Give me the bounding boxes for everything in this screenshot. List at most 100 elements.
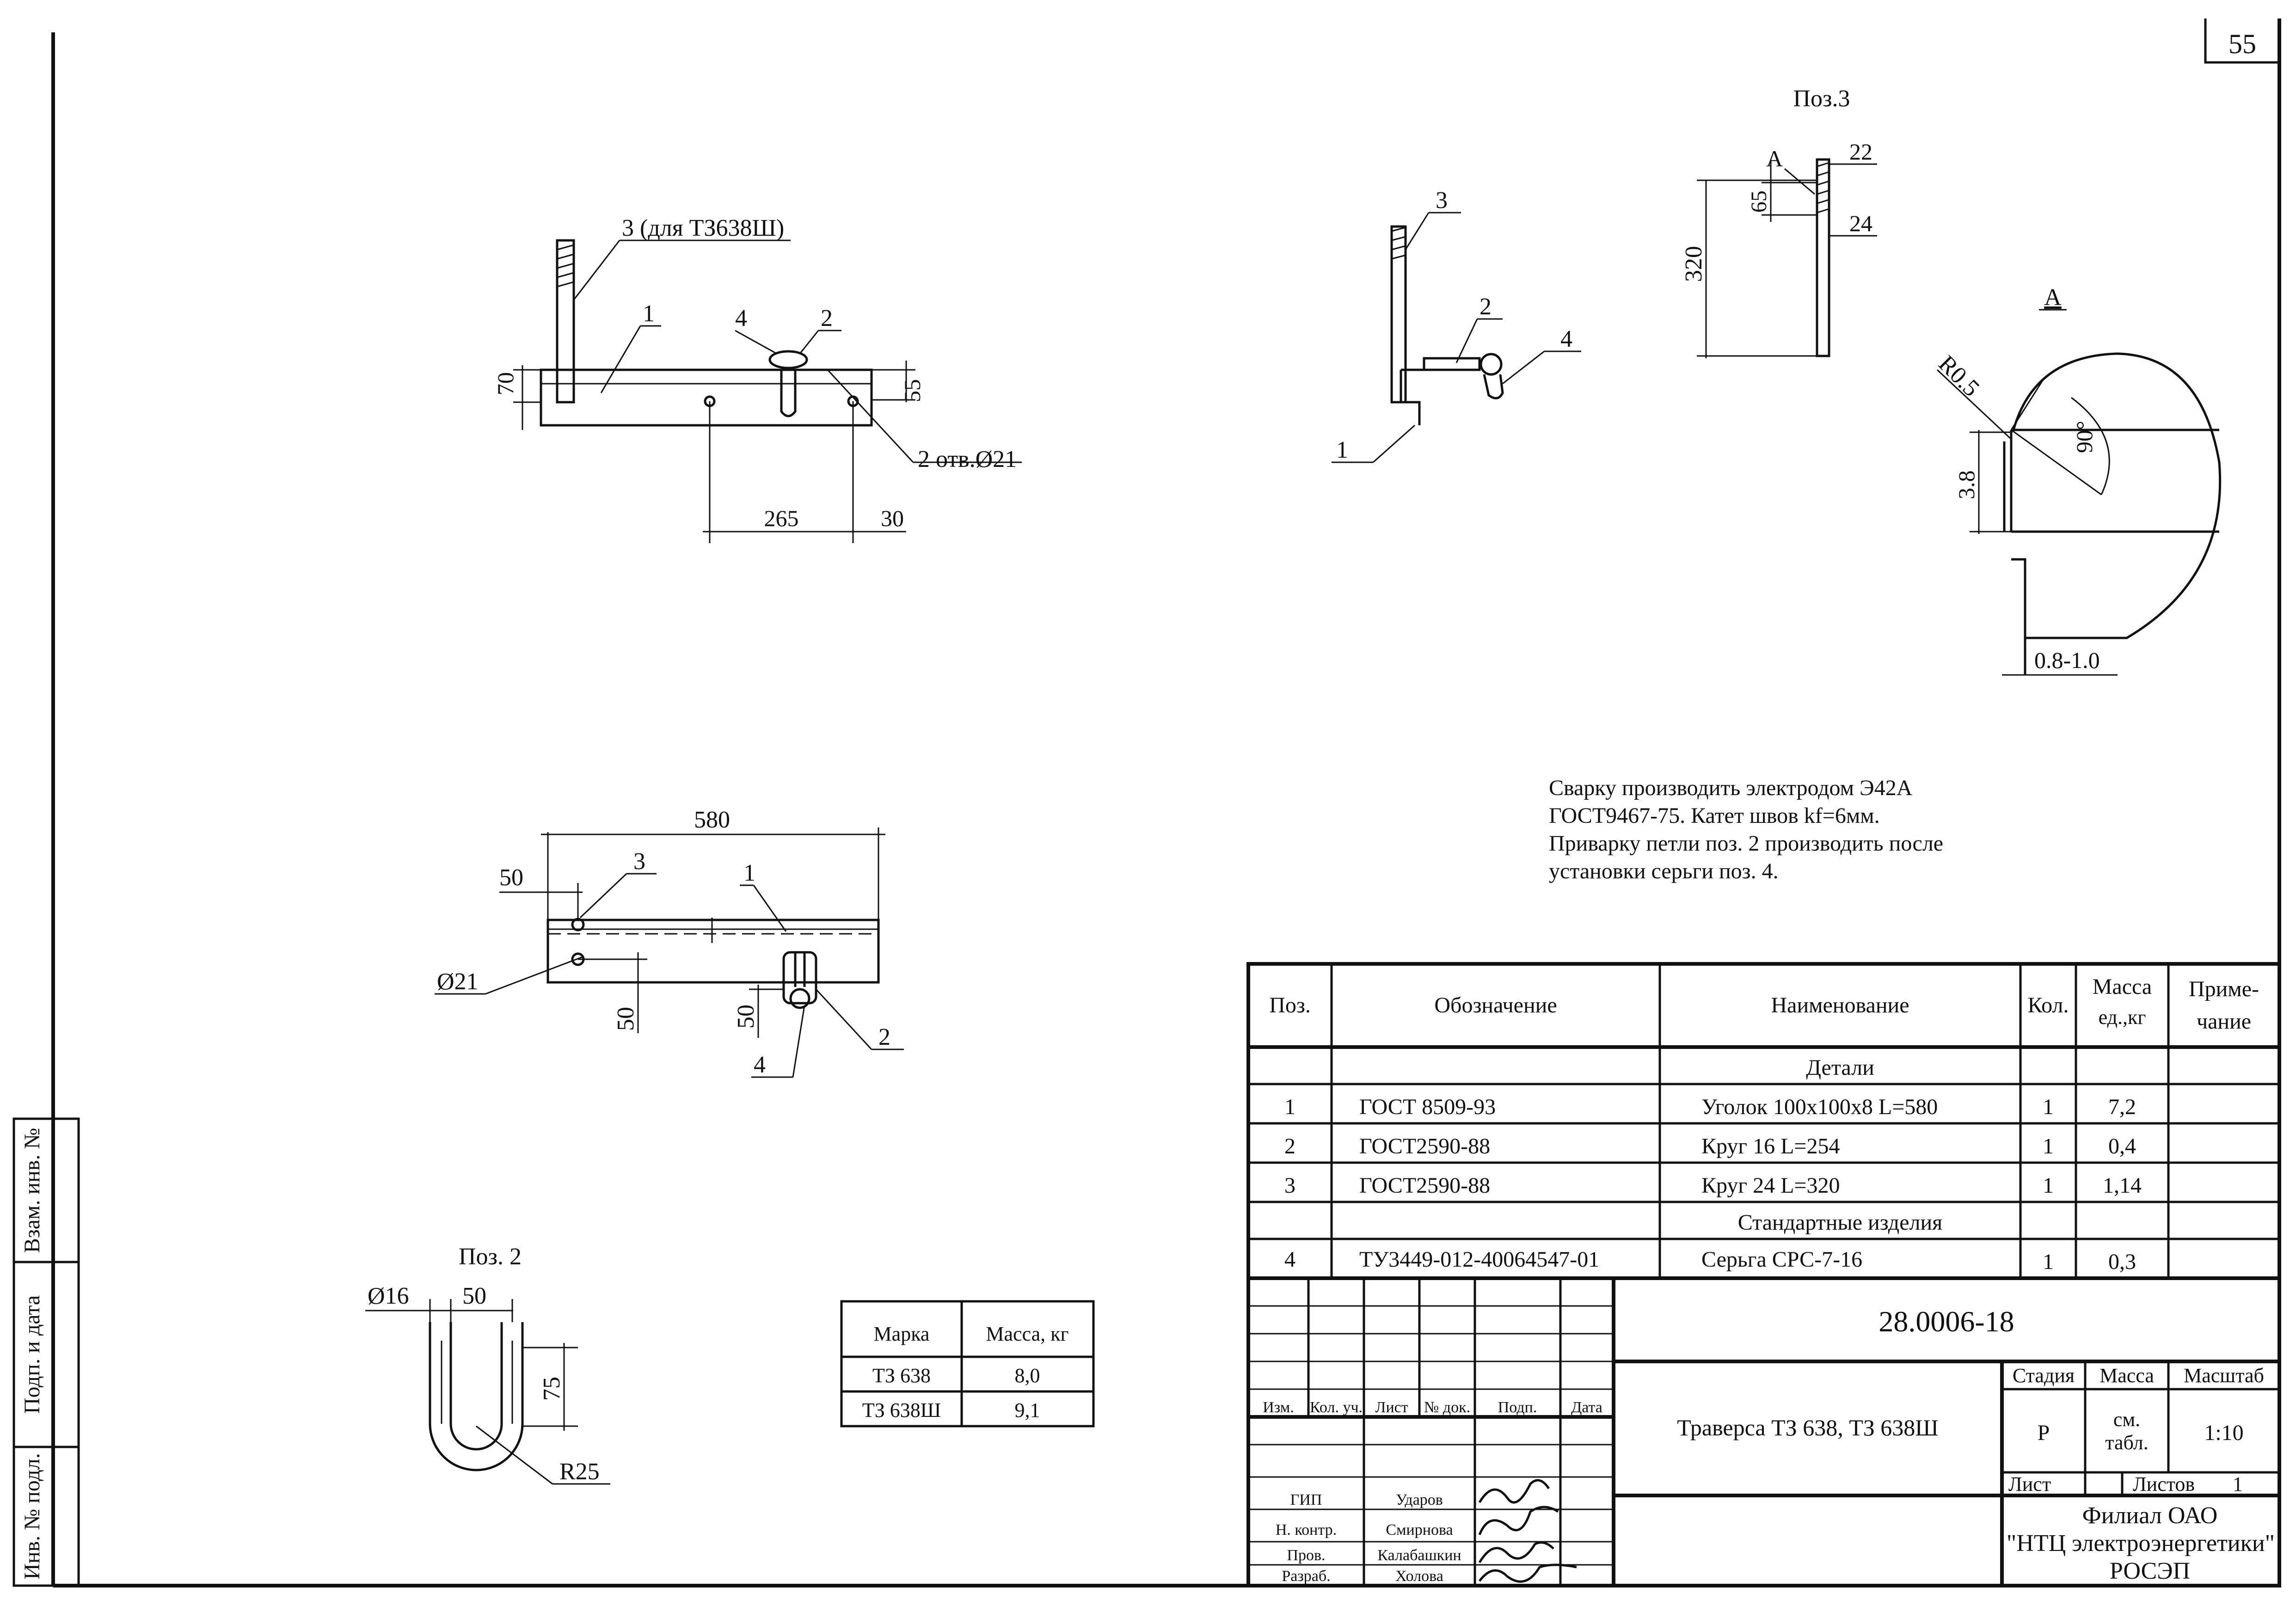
side-callout-2: 2 bbox=[1480, 294, 1492, 320]
spec-cell: 4 bbox=[1284, 1247, 1295, 1272]
tb-person: Калабашкин bbox=[1377, 1547, 1461, 1564]
spec-header-name: Наименование bbox=[1771, 993, 1909, 1017]
mass-cell: ТЗ 638 bbox=[872, 1364, 931, 1387]
sheet-number: 55 bbox=[2228, 29, 2256, 59]
pos2-detail: Поз. 2 Ø16 50 75 R25 bbox=[365, 1244, 610, 1485]
spec-cell: 0,3 bbox=[2108, 1250, 2136, 1274]
stamp-podp-data: Подп. и дата bbox=[20, 1295, 44, 1414]
spec-cell: Уголок 100х100х8 L=580 bbox=[1701, 1095, 1938, 1119]
mass-table: Марка Масса, кг ТЗ 638 8,0 ТЗ 638Ш 9,1 bbox=[840, 1300, 1095, 1428]
side-callout-1: 1 bbox=[1336, 437, 1348, 463]
pos2-d16: Ø16 bbox=[368, 1283, 409, 1309]
top-dim-50-mid: 50 bbox=[613, 1007, 639, 1031]
tb-stage: Р bbox=[2038, 1421, 2050, 1445]
loop-pos2 bbox=[780, 370, 797, 417]
callout-2: 2 bbox=[821, 305, 833, 331]
dim-70: 70 bbox=[492, 372, 518, 395]
pos2-title: Поз. 2 bbox=[459, 1244, 522, 1270]
tb-org-1: Филиал ОАО bbox=[2082, 1502, 2218, 1529]
side-rod bbox=[1390, 225, 1407, 404]
pos3-title: Поз.3 bbox=[1793, 86, 1850, 112]
note-line-4: установки серьги поз. 4. bbox=[1549, 859, 1779, 883]
spec-cell: 0,4 bbox=[2108, 1134, 2136, 1158]
tb-role: Н. контр. bbox=[1276, 1521, 1337, 1538]
tb-col-doc: № док. bbox=[1424, 1399, 1470, 1416]
callout-3: 3 (для ТЗ638Ш) bbox=[622, 215, 784, 241]
doc-title: Траверса ТЗ 638, ТЗ 638Ш bbox=[1677, 1415, 1938, 1440]
detail-a-depth: 3.8 bbox=[1953, 471, 1979, 500]
tb-col-izm: Изм. bbox=[1263, 1399, 1294, 1416]
detail-a-gap: 0.8-1.0 bbox=[2034, 647, 2100, 673]
callout-4: 4 bbox=[735, 305, 747, 331]
spec-cell: ТУ3449-012-40064547-01 bbox=[1359, 1247, 1599, 1272]
pos3-label-a: А bbox=[1766, 146, 1783, 172]
pos3-dim-65: 65 bbox=[1747, 190, 1771, 213]
pos3-rod bbox=[1816, 158, 1830, 357]
spec-header-designation: Обозначение bbox=[1434, 993, 1557, 1017]
top-angle bbox=[546, 919, 880, 984]
holes-label: 2 отв.Ø21 bbox=[918, 446, 1017, 472]
title-block: Изм. Кол. уч. Лист № док. Подп. Дата ГИП… bbox=[1246, 1276, 2281, 1587]
top-dim-50-right: 50 bbox=[733, 1005, 759, 1029]
weld-profile bbox=[2012, 352, 2222, 639]
pos3-detail: Поз.3 320 65 22 24 А bbox=[1681, 86, 1877, 358]
rod-pos3 bbox=[556, 239, 575, 404]
top-callout-3: 3 bbox=[633, 848, 645, 875]
tb-mass-1: см. bbox=[2113, 1408, 2140, 1431]
stamp-vzam-inv: Взам. инв. № bbox=[20, 1128, 44, 1253]
tb-stage-label: Стадия bbox=[2013, 1364, 2075, 1387]
spec-section-details: Детали bbox=[1806, 1055, 1874, 1080]
spec-cell: Серьга СРС-7-16 bbox=[1701, 1247, 1862, 1272]
spec-cell: 1 bbox=[2043, 1173, 2054, 1198]
spec-header-qty: Кол. bbox=[2028, 993, 2069, 1017]
spec-cell: 1 bbox=[2043, 1134, 2054, 1158]
pos3-dim-22: 22 bbox=[1849, 139, 1872, 165]
spec-header-mass: Масса bbox=[2093, 974, 2152, 999]
pos3-dim-24: 24 bbox=[1849, 210, 1872, 236]
spec-header-mass-unit: ед.,кг bbox=[2099, 1006, 2146, 1029]
top-dim-50-left: 50 bbox=[499, 864, 523, 891]
top-callout-4: 4 bbox=[754, 1052, 766, 1078]
shackle-pos4 bbox=[768, 350, 808, 369]
angle-profile bbox=[540, 368, 873, 427]
spec-cell: Круг 24 L=320 bbox=[1701, 1173, 1840, 1198]
notes: Сварку производить электродом Э42А ГОСТ9… bbox=[1549, 776, 1943, 883]
spec-cell: 2 bbox=[1284, 1134, 1295, 1158]
tb-col-list: Лист bbox=[1375, 1399, 1408, 1416]
spec-cell: Круг 16 L=254 bbox=[1701, 1134, 1840, 1158]
spec-header-note-2: чание bbox=[2197, 1009, 2251, 1034]
side-callout-4: 4 bbox=[1560, 326, 1572, 352]
callout-1: 1 bbox=[643, 300, 655, 327]
tb-person: Смирнова bbox=[1386, 1521, 1453, 1538]
tb-person: Холова bbox=[1395, 1568, 1443, 1585]
tb-scale: 1:10 bbox=[2204, 1421, 2243, 1445]
detail-a-radius: R0.5 bbox=[1934, 350, 1985, 402]
tb-role: ГИП bbox=[1290, 1491, 1322, 1508]
tb-col-kol: Кол. уч. bbox=[1310, 1399, 1363, 1416]
pos2-loop-outer bbox=[429, 1322, 524, 1471]
spec-cell: ГОСТ2590-88 bbox=[1359, 1173, 1490, 1198]
side-callout-3: 3 bbox=[1436, 187, 1448, 214]
tb-org-3: РОСЭП bbox=[2110, 1558, 2190, 1584]
dim-265: 265 bbox=[764, 505, 799, 531]
spec-header-pos: Поз. bbox=[1269, 993, 1311, 1017]
tb-sheets-label: Листов bbox=[2133, 1473, 2195, 1495]
mass-cell: 9,1 bbox=[1015, 1399, 1040, 1422]
top-hole-label: Ø21 bbox=[437, 968, 479, 995]
spec-cell: ГОСТ2590-88 bbox=[1359, 1134, 1490, 1158]
detail-a-angle: 90° bbox=[2071, 421, 2097, 453]
pos2-r25: R25 bbox=[559, 1459, 600, 1485]
stamp-inv-podl: Инв. № подл. bbox=[20, 1453, 44, 1580]
spec-cell: 1 bbox=[2043, 1095, 2054, 1119]
side-stamp: Взам. инв. № Подп. и дата Инв. № подл. bbox=[12, 1117, 80, 1587]
pos2-loop-inner bbox=[449, 1322, 503, 1451]
mass-cell: 8,0 bbox=[1015, 1364, 1040, 1387]
side-shackle bbox=[1480, 353, 1503, 376]
spec-cell: 1 bbox=[2043, 1250, 2054, 1274]
spec-cell: ГОСТ 8509-93 bbox=[1359, 1095, 1496, 1119]
detail-a-title: А bbox=[2044, 284, 2062, 311]
note-line-1: Сварку производить электродом Э42А bbox=[1549, 776, 1913, 800]
note-line-3: Приварку петли поз. 2 производить после bbox=[1549, 831, 1943, 856]
pos3-dim-320: 320 bbox=[1681, 246, 1707, 282]
mass-header-mass: Масса, кг bbox=[986, 1323, 1068, 1345]
